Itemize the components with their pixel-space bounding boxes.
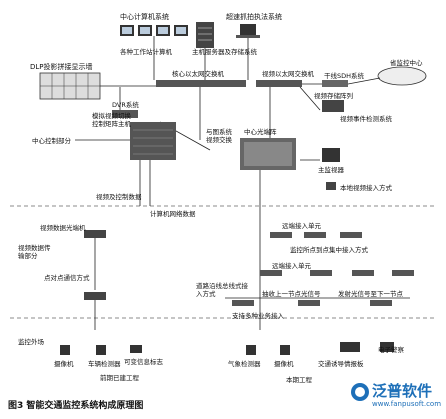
label-remote-unit-2: 远端接入单元: [272, 262, 311, 270]
label-local-video: 本地视频接入方式: [340, 184, 392, 192]
label-dvr: DVR系统: [112, 101, 139, 109]
sim-matrix-icon: [130, 122, 176, 160]
label-center-computer: 中心计算机系统: [120, 13, 169, 21]
label-trunk-sdh: 干线SDH系统: [324, 72, 365, 80]
remote-units-icon: [232, 232, 414, 306]
label-p2p: 点对点通信方式: [44, 274, 90, 282]
label-police: 电子警察: [378, 346, 404, 354]
label-guide-board: 交通诱导情报板: [318, 360, 364, 368]
laptop-icon: [236, 24, 260, 38]
server-rack-icon: [196, 22, 214, 48]
label-camera2: 摄像机: [274, 360, 294, 368]
brand-name: 泛普软件: [372, 382, 433, 400]
label-this-project: 本期工程: [286, 376, 312, 384]
label-video-switch: 视频以太网交换机: [262, 70, 314, 78]
workstations-icon: [120, 25, 188, 36]
main-monitor-icon: [322, 148, 340, 162]
label-video-fiber: 视频数据光端机: [40, 224, 86, 232]
label-along-road: 道路沿线总线式接入方式: [196, 282, 248, 298]
label-video-event: 视频事件检测系统: [340, 115, 392, 123]
brand-watermark: 泛普软件 www.fanpusoft.com: [350, 380, 442, 416]
label-center-fiber: 中心光端阵: [244, 128, 277, 136]
label-sim-matrix: 模拟视频切换控制矩阵主机: [92, 112, 131, 128]
label-provincial: 省监控中心: [390, 59, 423, 67]
field-devices-icon: [60, 342, 394, 355]
label-video-storage: 视频存储阵列: [314, 92, 353, 100]
label-video-transport: 视频数据传输部分: [18, 244, 51, 260]
center-fiber-icon: [240, 138, 296, 170]
label-info-sign: 可变信息标志: [124, 358, 163, 366]
label-video-ctrl-data: 视频及控制数据: [96, 193, 142, 201]
dlp-wall-icon: [39, 72, 101, 100]
brand-url: www.fanpusoft.com: [372, 400, 442, 408]
label-vehicle-det: 车辆检测器: [88, 360, 121, 368]
label-workstations: 各种工作站计算机: [120, 48, 172, 56]
label-fiber-video-switch: 与图系统视频交换: [206, 128, 232, 144]
label-multi-service: 支持多种业务接入: [232, 312, 284, 320]
label-monitor-sites: 监控所点到点集中接入方式: [290, 246, 368, 254]
brand-logo-icon: [351, 383, 369, 401]
video-storage-icon: [322, 100, 344, 112]
provincial-cloud-icon: [377, 66, 427, 86]
label-ultra-speed: 超速抓拍执法系统: [226, 13, 282, 21]
label-dlp-wall: DLP投影拼接显示墙: [30, 63, 93, 71]
video-fiber-icon: [84, 230, 106, 238]
label-main-server: 主机服务器及存储系统: [192, 48, 257, 56]
label-field: 监控外场: [18, 338, 44, 346]
connection-lines: [75, 36, 410, 330]
label-camera: 摄像机: [54, 360, 74, 368]
label-remote-unit-1: 远端接入单元: [282, 222, 321, 230]
core-switch-icon: [156, 80, 302, 87]
label-core-switch: 核心以太网交换机: [172, 70, 224, 78]
label-main-monitor: 主监视器: [318, 166, 344, 174]
label-fiber-signal-1: 抽收上一节点光信号: [262, 290, 321, 298]
local-video-icon: [326, 182, 336, 190]
figure-caption: 图3 智能交通监控系统构成原理图: [8, 401, 144, 411]
label-existing: 前期已建工程: [100, 374, 139, 382]
sdh-node-icon: [322, 80, 348, 87]
label-network-data: 计算机网络数据: [150, 210, 196, 218]
dvr-icon: [112, 110, 138, 118]
label-center-ctrl: 中心控制部分: [32, 137, 71, 145]
p2p-terminal-icon: [84, 292, 106, 300]
label-fiber-signal-2: 发射光信号至下一节点: [338, 290, 403, 298]
label-weather: 气象检测器: [228, 360, 261, 368]
